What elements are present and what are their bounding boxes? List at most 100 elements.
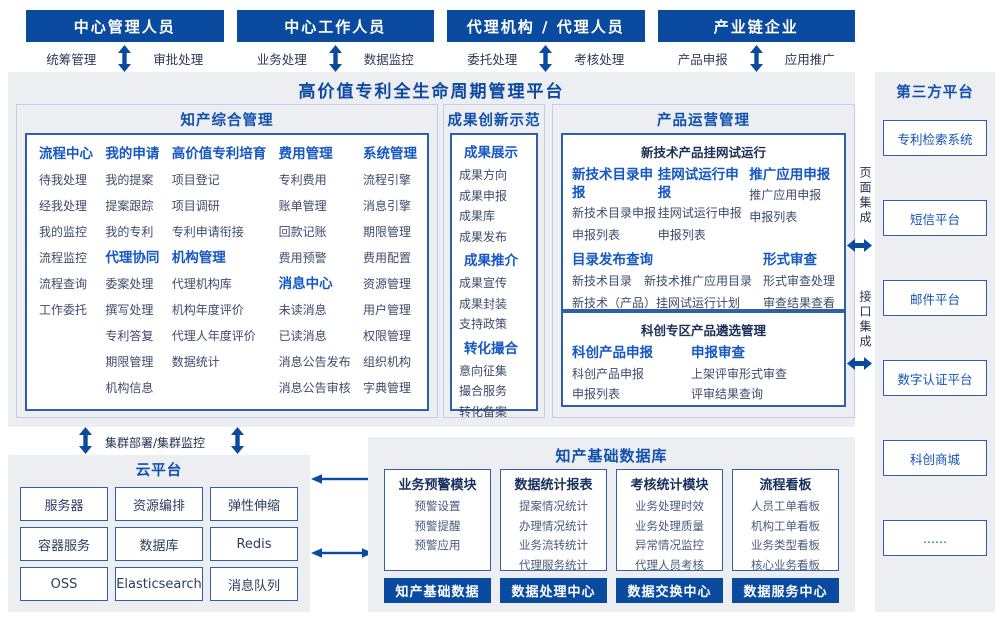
group-title: 系统管理	[362, 146, 417, 162]
menu-item: 项目调研	[171, 199, 220, 213]
menu-item: 预警设置	[414, 499, 461, 513]
menu-item: 我的专利	[105, 225, 154, 239]
menu-item: 意向征集	[459, 363, 508, 378]
cloud-service: OSS	[20, 567, 108, 601]
menu-item: 权限管理	[362, 329, 411, 343]
menu-item: 流程引擎	[362, 173, 411, 187]
group-title: 成果展示	[464, 145, 518, 161]
role-agencies: 代理机构 / 代理人员 委托处理 考核处理	[447, 10, 645, 74]
third-party-system: 短信平台	[883, 200, 987, 236]
ip-column-3: 高价值专利培育 项目登记项目调研专利申请衔接 机构管理 代理机构库机构年度评价代…	[172, 141, 267, 403]
platform-title: 高价值专利全生命周期管理平台	[298, 82, 565, 102]
section-title: 知产基础数据库	[555, 446, 668, 465]
section-title: 成果创新示范	[447, 112, 541, 129]
role-function-right: 考核处理	[574, 51, 625, 67]
menu-item: 业务类型看板	[751, 538, 820, 552]
group-items: 意向征集撮合服务转化备案	[459, 361, 532, 423]
third-party-system: 邮件平台	[883, 280, 987, 316]
module-box: 考核统计模块 业务处理时效业务处理质量异常情况监控代理人员考核	[616, 469, 723, 572]
menu-item: 用户管理	[362, 303, 411, 317]
module-footer: 数据交换中心	[616, 578, 723, 603]
vertical-double-arrow-icon	[749, 44, 763, 72]
menu-item: 流程查询	[39, 277, 88, 291]
module-box: 流程看板 人员工单看板机构工单看板业务类型看板核心业务看板	[732, 469, 839, 572]
menu-item: 消息引擎	[362, 199, 411, 213]
menu-item: 撮合服务	[459, 384, 508, 398]
menu-item: 异常情况监控	[635, 538, 704, 552]
menu-item: 期限管理	[105, 355, 154, 369]
api-integration-label: 接口集成	[858, 290, 872, 350]
group-items: 挂网试运行申报申报列表	[658, 202, 750, 246]
group-title: 挂网试运行申报	[657, 167, 739, 201]
subsection-title: 科创专区产品遴选管理	[640, 323, 766, 338]
trial-column-1: 新技术目录申报 新技术目录申报申报列表	[572, 166, 658, 246]
vertical-double-arrow-icon	[118, 44, 132, 72]
vertical-double-arrow-icon	[231, 427, 244, 454]
section-third-party: 第三方平台 专利检索系统短信平台邮件平台数字认证平台科创商城......	[875, 72, 995, 612]
menu-item: 成果宣传	[459, 276, 508, 290]
left-arrow-icon	[311, 474, 373, 484]
group-title: 成果推介	[464, 253, 518, 269]
section-title: 云平台	[135, 462, 183, 479]
section-title: 产品运营管理	[657, 112, 750, 129]
third-party-system: 专利检索系统	[883, 120, 987, 156]
menu-item: 流程监控	[39, 251, 88, 265]
menu-item: 项目登记	[171, 173, 220, 187]
menu-item: 转化备案	[459, 404, 508, 419]
menu-item: 数据统计	[171, 355, 220, 369]
menu-item: 提案情况统计	[519, 499, 588, 513]
module-footer: 知产基础数据	[384, 578, 491, 603]
ip-management-box: 流程中心 待我处理经我处理我的监控流程监控流程查询工作委托 我的申请 我的提案提…	[25, 133, 429, 411]
menu-item: 新技术推广应用目录	[644, 274, 753, 288]
horizontal-double-arrow-icon	[311, 548, 373, 558]
menu-item: 成果申报	[459, 188, 508, 203]
trial-column-3: 推广应用申报 推广应用申报申报列表	[749, 166, 835, 246]
group-title: 新技术目录申报	[572, 167, 653, 201]
role-function-right: 应用推广	[784, 51, 835, 67]
menu-item: 机构工单看板	[751, 518, 820, 533]
section-data-platform: 知产基础数据库 业务预警模块 预警设置预警提醒预警应用 知产基础数据 数据统计报…	[368, 437, 855, 612]
menu-item: 申报列表	[749, 210, 798, 224]
group-title: 流程中心	[39, 146, 93, 162]
achievements-box: 成果展示 成果方向成果申报成果库成果发布 成果推介 成果宣传成果封装支持政策 转…	[450, 133, 538, 419]
menu-item: 资源管理	[362, 277, 411, 291]
menu-item: 费用预警	[278, 251, 327, 265]
role-function-left: 委托处理	[467, 51, 518, 67]
group-items: 项目登记项目调研专利申请衔接	[172, 167, 267, 245]
menu-item: 新技术目录	[572, 274, 633, 288]
trial-column-2: 挂网试运行申报 挂网试运行申报申报列表	[658, 166, 750, 246]
role-function-left: 业务处理	[256, 51, 307, 67]
role-functions: 业务处理 数据监控	[237, 42, 435, 74]
role-title: 中心工作人员	[236, 10, 434, 42]
cloud-service: 消息队列	[210, 567, 298, 601]
group-items: 预警设置预警提醒预警应用	[385, 497, 490, 556]
group-title: 申报审查	[691, 345, 745, 361]
catalog-query-group: 目录发布查询 新技术目录新技术推广应用目录 新技术（产品）挂网试运行计划	[572, 250, 752, 314]
group-items: 成果宣传成果封装支持政策	[459, 273, 532, 335]
menu-item: 挂网试运行申报	[657, 206, 742, 220]
module-footer: 数据服务中心	[732, 578, 839, 603]
third-party-system: 科创商城	[883, 440, 987, 476]
role-title: 代理机构 / 代理人员	[447, 10, 645, 42]
group-title: 代理协同	[105, 250, 160, 266]
cloud-service: 服务器	[20, 487, 108, 521]
menu-item: 成果库	[459, 209, 496, 223]
role-center-staff: 中心工作人员 业务处理 数据监控	[236, 10, 435, 74]
menu-item: 工作委托	[39, 303, 88, 317]
menu-item: 代理服务统计	[519, 557, 588, 572]
group-items: 推广应用申报申报列表	[749, 184, 835, 228]
third-party-list: 专利检索系统短信平台邮件平台数字认证平台科创商城......	[875, 120, 995, 600]
group-items: 人员工单看板机构工单看板业务类型看板核心业务看板	[733, 497, 838, 575]
cloud-service: 弹性伸缩	[210, 487, 298, 521]
group-items: 代理机构库机构年度评价代理人年度评价数据统计	[172, 271, 267, 375]
horizontal-double-arrow-icon	[847, 357, 872, 370]
selection-column-2: 申报审查 上架评审形式审查评审结果查询	[691, 342, 787, 404]
menu-item: 支持政策	[459, 317, 508, 331]
ip-column-5: 系统管理 流程引擎消息引擎期限管理费用配置资源管理用户管理权限管理组织机构字典管…	[363, 141, 417, 403]
group-items: 未读消息已读消息消息公告发布消息公告审核	[279, 297, 351, 401]
menu-item: 未读消息	[278, 303, 327, 317]
group-items: 新技术目录申报申报列表	[572, 202, 658, 246]
menu-item: 审查结果查看	[762, 296, 835, 310]
section-achievements: 成果创新示范 成果展示 成果方向成果申报成果库成果发布 成果推介 成果宣传成果封…	[443, 104, 545, 419]
